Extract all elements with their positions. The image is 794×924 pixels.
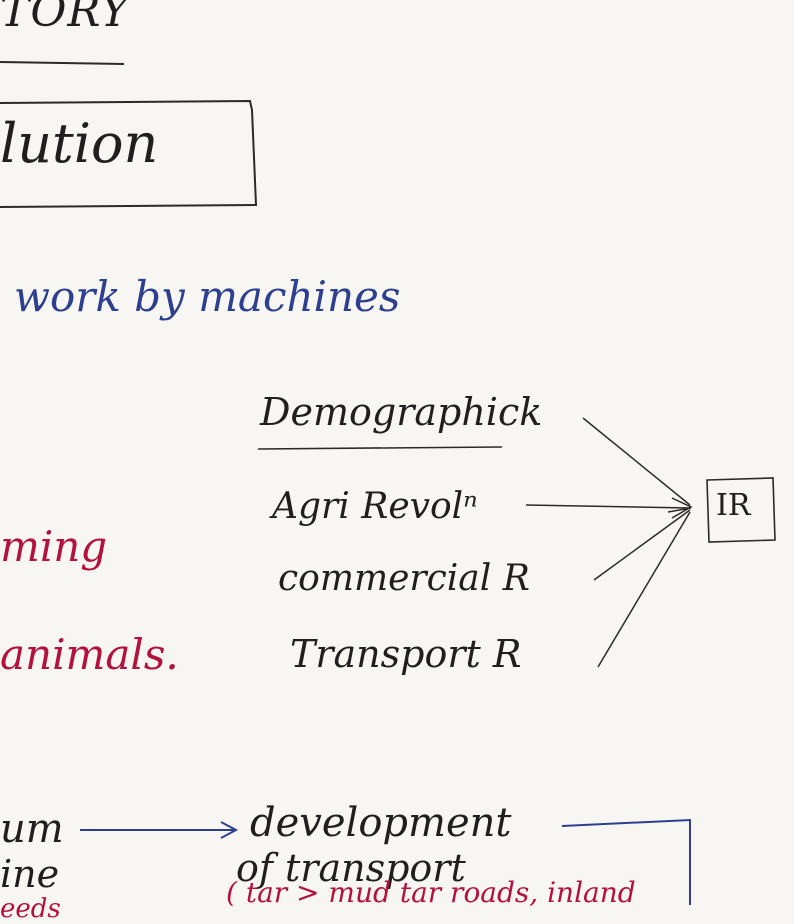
note-animals: animals. — [0, 630, 179, 679]
arrow-demographic — [582, 417, 691, 506]
title-box-text: lution — [0, 112, 159, 175]
heading-underline — [0, 61, 125, 65]
development-text: development — [250, 800, 512, 846]
right-bracket — [561, 818, 691, 905]
arrow-agri — [525, 504, 691, 509]
cause-arrows — [525, 417, 693, 668]
cause-transport: Transport R — [290, 632, 522, 676]
heading-title: TORY — [0, 0, 131, 37]
title-box — [0, 99, 258, 208]
arrowhead-2 — [667, 507, 692, 513]
cause-commercial: commercial R — [278, 558, 530, 599]
arrow-transport — [597, 511, 691, 668]
bottom-left-2: ine — [0, 852, 60, 896]
bottom-left-3: eeds — [0, 894, 61, 924]
definition-text: work by machines — [14, 272, 401, 321]
arrowhead — [671, 497, 693, 519]
transport-text: of transport — [236, 846, 466, 890]
ir-label: IR — [716, 488, 751, 523]
demographick-underline — [257, 446, 503, 450]
bottom-arrow — [80, 821, 239, 839]
bottom-left-1: um — [0, 806, 64, 852]
cause-agri: Agri Revolⁿ — [272, 486, 478, 527]
roads-note: ( tar > mud tar roads, inland — [226, 876, 636, 909]
cause-demographick: Demographick — [260, 390, 543, 434]
ir-box — [706, 477, 776, 543]
arrow-commercial — [593, 509, 691, 581]
note-ming: ming — [0, 522, 108, 571]
